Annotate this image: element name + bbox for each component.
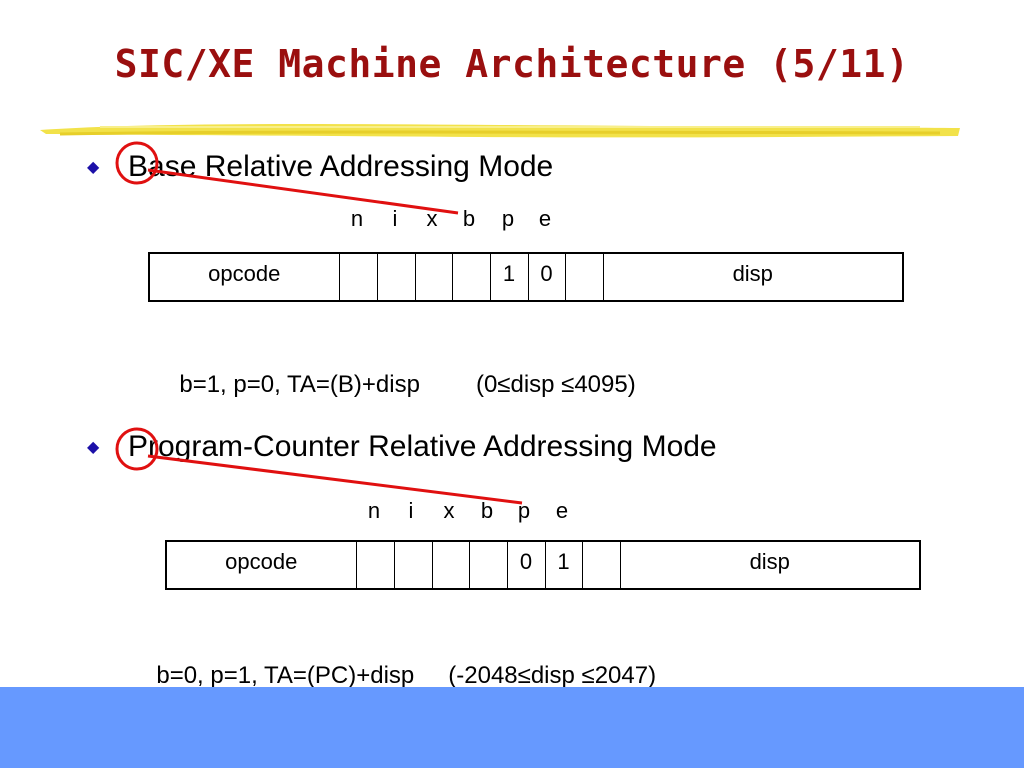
slide-title: SIC/XE Machine Architecture (5/11) <box>114 42 910 86</box>
flag-labels-base: n i x b p e <box>0 206 1024 232</box>
cell-opcode: opcode <box>165 540 357 590</box>
cell-b: 1 <box>489 252 529 302</box>
flag-p: p <box>501 206 515 231</box>
formula-range: (-2048≤disp ≤2047) <box>448 662 657 689</box>
diamond-bullet-icon: ◆ <box>87 159 100 176</box>
cell-i <box>393 540 433 590</box>
cell-spacer <box>451 252 491 302</box>
cell-disp: disp <box>619 540 921 590</box>
flag-x: x <box>426 206 438 231</box>
formula-expression: b=1, p=0, TA=(B)+disp <box>179 371 420 398</box>
brush-stroke-divider <box>40 124 960 138</box>
flag-i: i <box>392 206 398 231</box>
flag-n: n <box>350 206 364 231</box>
cell-p: 1 <box>544 540 583 590</box>
formula-range: (0≤disp ≤4095) <box>475 371 636 398</box>
flag-b: b <box>480 498 494 523</box>
flag-n: n <box>367 498 381 523</box>
flag-x: x <box>443 498 455 523</box>
cell-x <box>431 540 470 590</box>
footer-band <box>0 687 1024 768</box>
instruction-format-base: opcode 1 0 disp <box>148 252 904 302</box>
instruction-format-pc: opcode 0 1 disp <box>165 540 921 590</box>
cell-e <box>581 540 621 590</box>
cell-x <box>414 252 453 302</box>
cell-b: 0 <box>506 540 546 590</box>
cell-n <box>338 252 378 302</box>
format-row: opcode 1 0 disp <box>148 252 904 302</box>
format-row: opcode 0 1 disp <box>165 540 921 590</box>
bullet-base-relative: ◆ Base Relative Addressing Mode <box>87 150 554 184</box>
bullet-pc-relative: ◆ Program-Counter Relative Addressing Mo… <box>87 430 717 464</box>
cell-e <box>564 252 604 302</box>
formula-expression: b=0, p=1, TA=(PC)+disp <box>156 662 415 689</box>
cell-spacer <box>468 540 508 590</box>
flag-i: i <box>408 498 414 523</box>
cell-n <box>355 540 395 590</box>
flag-e: e <box>555 498 569 523</box>
formula-pc: b=0, p=1, TA=(PC)+disp (-2048≤disp ≤2047) <box>143 634 656 690</box>
bullet-text: Program-Counter Relative Addressing Mode <box>128 430 717 463</box>
formula-base: b=1, p=0, TA=(B)+disp (0≤disp ≤4095) <box>166 343 636 399</box>
cell-opcode: opcode <box>148 252 340 302</box>
cell-disp: disp <box>602 252 904 302</box>
diamond-bullet-icon: ◆ <box>87 439 100 456</box>
flag-labels-pc: n i x b p e <box>0 498 1024 524</box>
flag-b: b <box>462 206 476 231</box>
cell-i <box>376 252 416 302</box>
flag-p: p <box>517 498 531 523</box>
cell-p: 0 <box>527 252 566 302</box>
flag-e: e <box>538 206 552 231</box>
bullet-text: Base Relative Addressing Mode <box>128 150 554 183</box>
